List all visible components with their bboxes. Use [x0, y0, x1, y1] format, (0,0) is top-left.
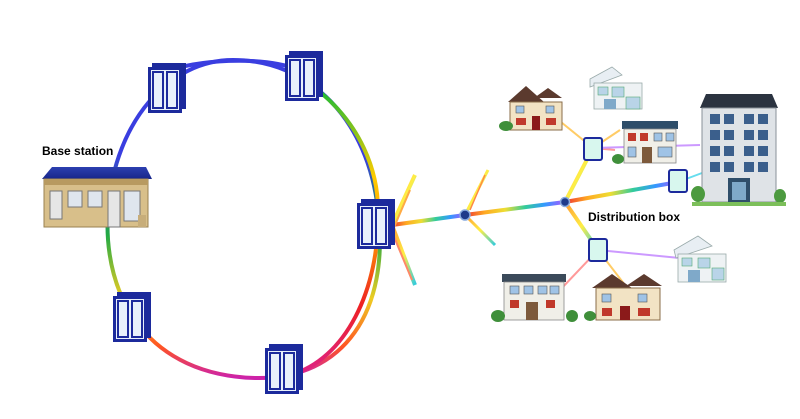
- splitter-node-1: [459, 209, 471, 221]
- splitter-branches: [463, 169, 566, 247]
- cabinet-icon: [265, 344, 303, 394]
- cabinet-icon: [357, 199, 395, 249]
- distribution-box-label: Distribution box: [588, 210, 680, 224]
- house-icon: [584, 274, 662, 321]
- house-icon: [491, 274, 578, 322]
- house-icon: [499, 86, 563, 131]
- base-station-building-icon: [42, 167, 152, 228]
- base-station-label: Base station: [42, 144, 114, 158]
- apartment-building-icon: [691, 94, 786, 206]
- distribution-box-icon: [668, 169, 688, 193]
- house-icon: [673, 235, 727, 283]
- cabinet-icon: [113, 292, 151, 342]
- feeder-fiber: [390, 174, 466, 286]
- house-icon: [612, 121, 678, 164]
- cabinet-icon: [148, 63, 186, 113]
- cabinet-icon: [285, 51, 323, 101]
- house-icon: [589, 66, 643, 110]
- distribution-box-icon: [583, 137, 603, 161]
- splitter-node-2: [559, 196, 571, 208]
- distribution-box-icon: [588, 238, 608, 262]
